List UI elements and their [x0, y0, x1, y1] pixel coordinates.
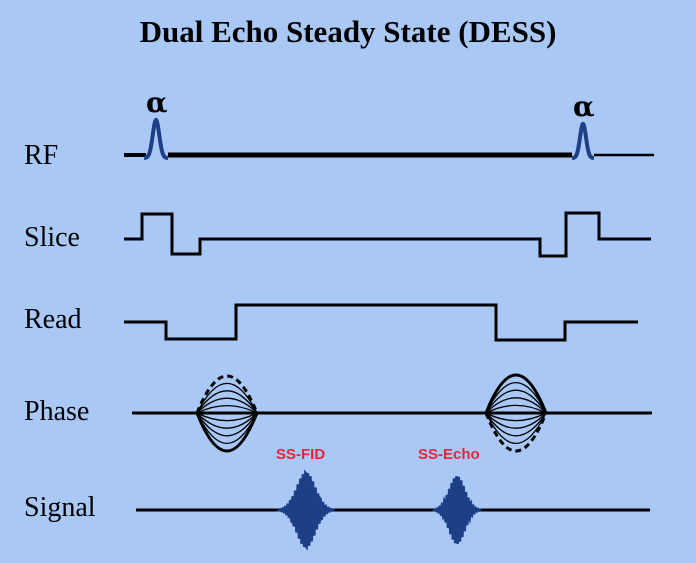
phase-step-line	[484, 373, 548, 414]
row-label-phase: Phase	[24, 396, 90, 427]
phase-step-line	[485, 412, 547, 429]
row-label-rf: RF	[24, 140, 59, 171]
phase-step-line	[485, 412, 547, 422]
phase-step-line	[485, 404, 547, 414]
phase-step-line	[196, 390, 258, 414]
phase-step-line	[484, 412, 548, 453]
phase-step-line	[485, 389, 547, 414]
flip-angle-label-1: α	[146, 86, 168, 119]
diagram-title: Dual Echo Steady State (DESS)	[139, 14, 557, 49]
phase-step-line	[196, 405, 258, 414]
phase-encode-lobe-1	[195, 374, 259, 453]
phase-step-line	[485, 397, 547, 414]
phase-encode-lobe-2	[484, 373, 548, 453]
ss-echo-signal	[432, 476, 482, 544]
row-label-slice: Slice	[24, 222, 80, 253]
flip-angle-label-2: α	[573, 90, 595, 123]
phase-step-line	[196, 397, 258, 414]
row-label-read: Read	[24, 304, 82, 335]
phase-step-line	[485, 412, 547, 437]
ss-fid-signal	[277, 469, 335, 551]
phase-step-line	[195, 412, 259, 453]
phase-step-line	[196, 412, 258, 422]
rf-pulse-2	[571, 121, 595, 160]
phase-step-line	[196, 412, 258, 437]
ss-echo-label: SS-Echo	[418, 446, 480, 463]
rf-pulse-1	[143, 117, 169, 160]
phase-step-line	[195, 374, 259, 414]
ss-fid-label: SS-FID	[276, 446, 326, 463]
row-label-signal: Signal	[24, 492, 96, 523]
slice-gradient	[124, 211, 651, 258]
phase-step-line	[196, 412, 258, 429]
read-gradient	[124, 303, 638, 342]
